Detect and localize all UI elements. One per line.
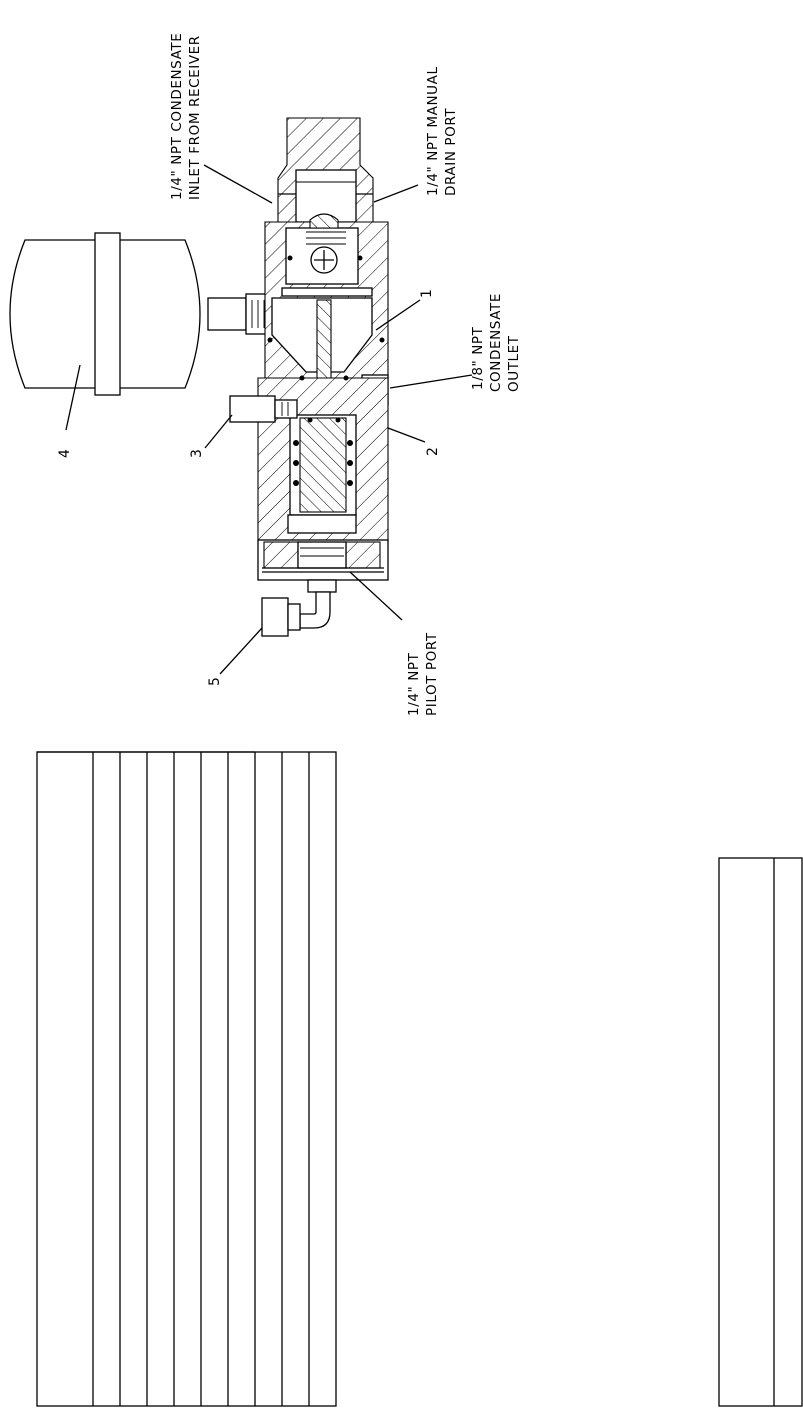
pilot-elbow <box>261 591 331 637</box>
callout-5: 5 <box>207 677 223 686</box>
outlet-label-line2: CONDENSATE <box>488 293 504 392</box>
leader-lines <box>65 164 473 675</box>
outlet-label-line3: OUTLET <box>506 335 522 392</box>
pilot-label-line1: 1/4" NPT <box>406 652 422 716</box>
outlet-label-line1: 1/8" NPT <box>470 326 486 390</box>
receiver-tank <box>9 232 279 396</box>
pilot-label-line2: PILOT PORT <box>424 632 440 716</box>
inlet-label-line2: INLET FROM RECEIVER <box>187 35 203 200</box>
manual-drain-label-line2: DRAIN PORT <box>443 108 459 196</box>
callout-4: 4 <box>57 449 73 458</box>
callout-3: 3 <box>189 449 205 458</box>
drain-fitting <box>229 395 298 423</box>
inlet-label-line1: 1/4" NPT CONDENSATE <box>169 33 185 200</box>
manual-drain-label-line1: 1/4" NPT MANUAL <box>425 66 441 196</box>
callout-numbers: 1 2 3 4 5 <box>57 289 441 686</box>
port-labels: 1/4" NPT CONDENSATE INLET FROM RECEIVER … <box>169 33 522 716</box>
callout-2: 2 <box>425 447 441 456</box>
valve-body <box>257 117 389 593</box>
callout-1: 1 <box>419 289 435 298</box>
notes-table <box>718 857 803 1407</box>
parts-table <box>36 751 337 1407</box>
